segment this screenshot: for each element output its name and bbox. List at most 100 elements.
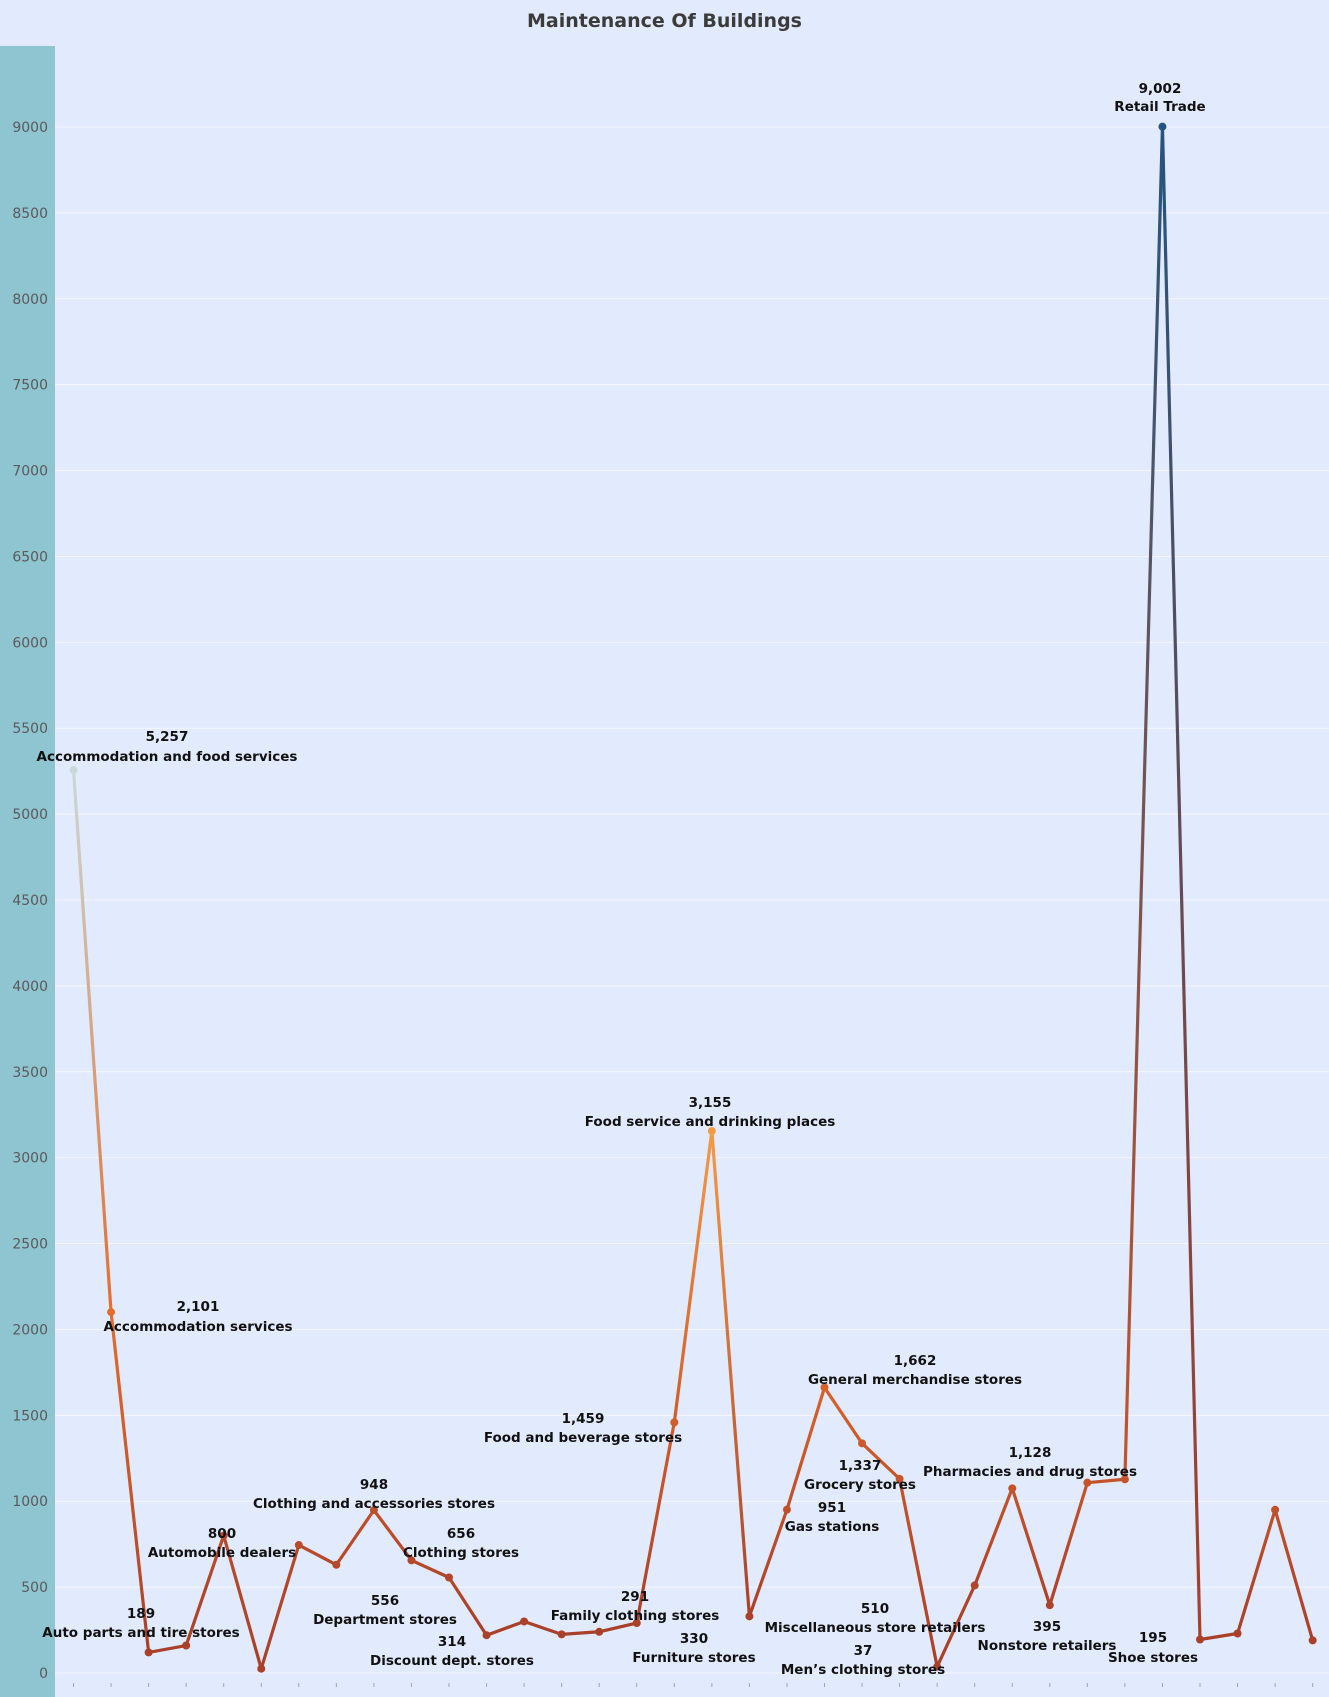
series-line-segment [522,1619,564,1636]
data-label-value: 2,101 [177,1299,220,1315]
y-tick-label: 5000 [12,807,48,823]
data-label-value: 314 [438,1634,466,1650]
series-line-segment [147,1643,188,1654]
series-line-segment [1085,1477,1127,1485]
y-tick-label: 4500 [12,893,48,909]
chart-title: Maintenance Of Buildings [527,10,802,32]
y-tick-label: 8000 [12,292,48,308]
series-line-segment [259,1543,301,1671]
data-point [294,1541,303,1550]
series-line-segment [897,1477,939,1669]
data-point [1158,122,1167,131]
series-line-segment [184,1533,226,1648]
data-label-value: 951 [818,1500,846,1516]
data-point [1196,1635,1204,1644]
data-label-value: 1,128 [1009,1445,1052,1461]
series-line-segment [635,1420,676,1625]
y-tick-label: 2500 [12,1237,48,1253]
data-label-value: 395 [1033,1619,1061,1635]
data-label-category: Department stores [313,1612,457,1628]
y-axis-band [0,46,55,1697]
series-line-segment [785,1385,827,1512]
series-line-segment [1160,125,1202,1642]
series-line-segment [1123,125,1165,1481]
data-point [257,1664,266,1673]
y-tick-label: 1000 [12,1494,48,1510]
data-point [632,1619,641,1628]
series-line-segment [860,1441,902,1481]
data-label-category: Miscellaneous store retailers [765,1620,986,1636]
data-label-value: 948 [360,1477,388,1493]
data-label-value: 189 [127,1606,155,1622]
data-label-category: Shoe stores [1108,1650,1198,1666]
y-tick-label: 9000 [12,120,48,136]
series-line-segment [1048,1481,1089,1607]
data-label-value: 1,459 [562,1411,605,1427]
y-tick-label: 7500 [12,378,48,394]
data-point [1120,1475,1129,1484]
series-line-segment [409,1558,451,1580]
data-point [820,1383,829,1392]
y-tick-label: 7000 [12,464,48,480]
series-line-segment [71,768,113,1314]
data-point [1271,1505,1280,1514]
series-line-segment [560,1630,601,1636]
data-point [144,1648,153,1657]
data-label-category: Auto parts and tire stores [42,1625,239,1641]
y-tick-label: 1500 [12,1408,48,1424]
data-label-category: Furniture stores [632,1650,755,1666]
series-line-segment [973,1486,1014,1587]
data-point [858,1439,867,1448]
data-label-value: 5,257 [146,729,189,745]
y-tick-label: 3000 [12,1151,48,1167]
data-label-value: 1,662 [894,1353,937,1369]
data-label-value: 3,155 [689,1095,732,1111]
data-label-category: Family clothing stores [551,1608,720,1624]
data-point [782,1505,791,1514]
series-line-segment [297,1543,338,1567]
series-line-segment [597,1621,639,1634]
data-label-category: Retail Trade [1114,99,1205,115]
data-point [69,765,78,774]
data-point [670,1418,679,1427]
data-label-value: 9,002 [1139,81,1182,97]
y-tick-label: 8500 [12,206,48,222]
data-label-category: Food service and drinking places [585,1114,836,1130]
data-label-category: General merchandise stores [808,1372,1022,1388]
data-point [707,1127,716,1136]
data-point [1008,1484,1017,1493]
data-label-category: Clothing and accessories stores [253,1496,495,1512]
data-point [895,1474,904,1483]
data-point [1233,1629,1242,1638]
series-line-segment [1235,1508,1277,1636]
data-label-category: Gas stations [785,1519,880,1535]
y-tick-label: 6000 [12,635,48,651]
series-line-segment [747,1508,789,1618]
data-label-value: 1,337 [839,1458,882,1474]
data-label-category: Automobile dealers [148,1545,296,1561]
series-line-segment [334,1508,376,1567]
data-label-category: Pharmacies and drug stores [923,1464,1137,1480]
y-tick-label: 3500 [12,1065,48,1081]
data-point [445,1573,453,1582]
data-label-category: Grocery stores [804,1477,916,1493]
data-point [332,1560,341,1569]
data-label-category: Nonstore retailers [978,1638,1117,1654]
data-label-category: Men’s clothing stores [781,1662,945,1678]
data-point [520,1617,529,1626]
series-line-segment [822,1385,864,1445]
series-line-segment [710,1129,752,1618]
data-label-value: 291 [621,1589,649,1605]
series-line-segment [109,1310,151,1654]
data-point [407,1556,416,1565]
data-point [182,1641,191,1650]
data-label-category: Clothing stores [403,1545,519,1561]
data-label-category: Accommodation services [103,1319,292,1335]
data-label-category: Discount dept. stores [370,1653,534,1669]
data-point [1083,1478,1092,1487]
series-line-segment [1198,1631,1240,1642]
data-label-value: 656 [447,1526,475,1542]
data-label-value: 330 [680,1631,708,1647]
data-point [745,1612,754,1621]
